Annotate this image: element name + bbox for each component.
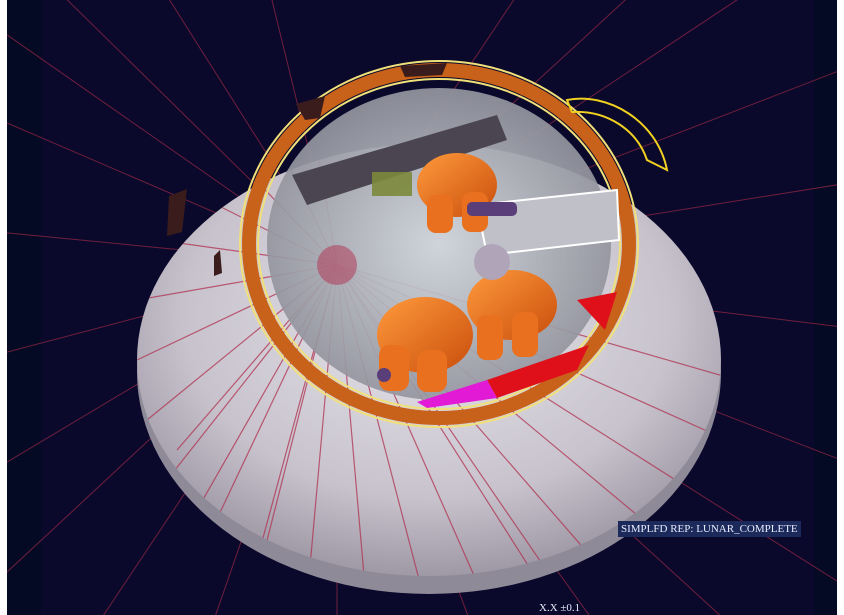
- model-render[interactable]: [7, 0, 837, 615]
- crew-member-1: [417, 153, 517, 233]
- rim-notches: [167, 63, 447, 276]
- crew-member-3: [377, 297, 473, 392]
- magenta-wedge: [417, 380, 497, 408]
- crew-member-2: [467, 244, 557, 360]
- tolerance-label: X.X ±0.1: [539, 602, 581, 614]
- cad-viewport[interactable]: SIMPLFD REP: LUNAR_COMPLETE X.X ±0.1: [7, 0, 837, 615]
- handle-outline: [565, 97, 669, 172]
- starburst-icon: [317, 245, 357, 285]
- red-wedge: [487, 345, 589, 398]
- red-tab: [577, 292, 617, 330]
- simplified-rep-label: SIMPLFD REP: LUNAR_COMPLETE: [618, 521, 801, 537]
